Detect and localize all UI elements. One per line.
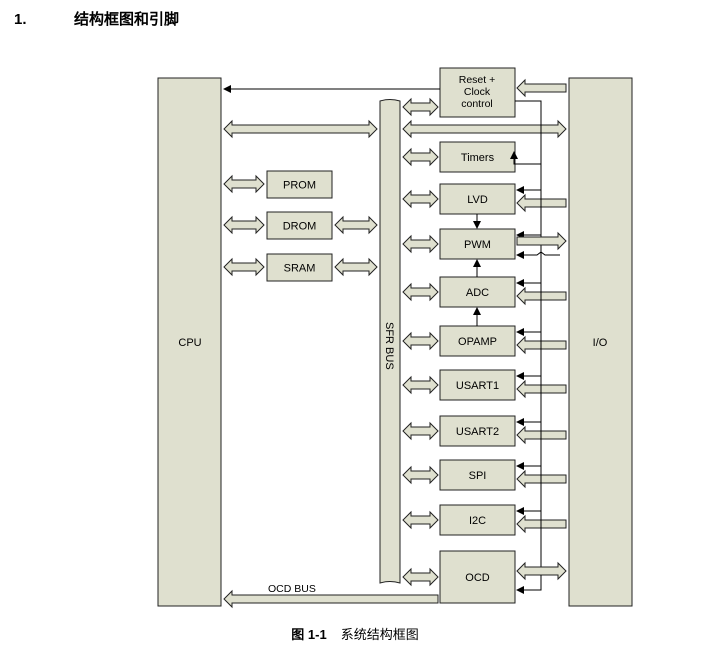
peripheral-opamp-bus-arrow [402, 331, 439, 351]
peripheral-pwm-label: PWM [464, 239, 491, 251]
io-block: I/O [568, 77, 633, 607]
peripheral-usart2-label: USART2 [456, 426, 499, 438]
peripheral-lvd: LVD [439, 183, 516, 215]
section-title: 结构框图和引脚 [74, 11, 180, 28]
cpu-drom-arrow [223, 215, 265, 235]
sfr-bus-label: SFR BUS [383, 322, 395, 370]
reset-clock-line1: Reset + [459, 74, 495, 86]
peripheral-lvd-label: LVD [467, 194, 488, 206]
peripheral-usart2: USART2 [439, 415, 516, 447]
peripheral-spi-bus-arrow [402, 465, 439, 485]
peripheral-ocd-label: OCD [465, 572, 490, 584]
memory-drom: DROM [266, 211, 333, 240]
peripheral-spi-label: SPI [469, 470, 487, 482]
memory-sram-label: SRAM [284, 263, 316, 275]
peripheral-lvd-bus-arrow [402, 189, 439, 209]
peripheral-pwm: PWM [439, 228, 516, 260]
cpu-block: CPU [157, 77, 222, 607]
memory-prom: PROM [266, 170, 333, 199]
peripheral-i2c-label: I2C [469, 515, 486, 527]
peripheral-ocd: OCD [439, 550, 516, 604]
cpu-prom-arrow [223, 174, 265, 194]
sfr-io-bus-arrow [402, 119, 567, 139]
peripheral-adc-label: ADC [466, 287, 489, 299]
io-label: I/O [593, 337, 608, 349]
peripheral-ocd-bus-arrow [402, 567, 439, 587]
io-reset-arrow [516, 78, 567, 98]
signal-wires [223, 78, 567, 609]
peripheral-adc-bus-arrow [402, 282, 439, 302]
ocd-bus-arrow [223, 589, 439, 609]
peripheral-usart1-bus-arrow [402, 375, 439, 395]
memory-prom-label: PROM [283, 180, 316, 192]
peripheral-pwm-bus-arrow [402, 234, 439, 254]
peripheral-timers: Timers [439, 141, 516, 173]
figure-caption: 图 1-1 系统结构框图 [0, 624, 710, 643]
memory-blocks: PROM DROM SRAM [223, 170, 378, 282]
sfr-reset-arrow [402, 97, 439, 117]
peripheral-usart1-label: USART1 [456, 380, 499, 392]
section-number: 1. [14, 11, 27, 28]
clock-distribution-line [515, 100, 542, 575]
ocd-clock-line [516, 575, 542, 594]
ocd-io-arrow [516, 561, 567, 581]
pwm-io-input-line [516, 251, 560, 259]
peripheral-adc: ADC [439, 276, 516, 308]
memory-sram: SRAM [266, 253, 333, 282]
sram-bus-arrow [334, 257, 378, 277]
cpu-sram-arrow [223, 257, 265, 277]
cpu-sfr-bus-arrow [223, 119, 378, 139]
ocd-bus-label: OCD BUS [268, 583, 316, 595]
section-heading: 1. 结构框图和引脚 [14, 8, 179, 29]
figure-title: 系统结构框图 [340, 627, 419, 642]
peripheral-spi: SPI [439, 459, 516, 491]
peripheral-opamp: OPAMP [439, 325, 516, 357]
peripheral-usart1: USART1 [439, 369, 516, 401]
pwm-io-arrow [516, 231, 567, 251]
peripheral-timers-label: Timers [461, 152, 495, 164]
peripheral-usart2-bus-arrow [402, 421, 439, 441]
reset-clock-line3: control [461, 98, 493, 110]
peripheral-opamp-label: OPAMP [458, 336, 497, 348]
figure-number: 图 1-1 [291, 627, 327, 642]
drom-bus-arrow [334, 215, 378, 235]
peripheral-i2c-bus-arrow [402, 510, 439, 530]
reset-clock-line2: Clock [464, 86, 491, 98]
peripheral-timers-bus-arrow [402, 147, 439, 167]
timers-clock-line [510, 151, 542, 165]
memory-drom-label: DROM [283, 221, 317, 233]
peripheral-i2c: I2C [439, 504, 516, 536]
cpu-label: CPU [178, 337, 201, 349]
sfr-bus: SFR BUS [379, 99, 401, 584]
reset-clock-block: Reset + Clock control [439, 67, 516, 118]
